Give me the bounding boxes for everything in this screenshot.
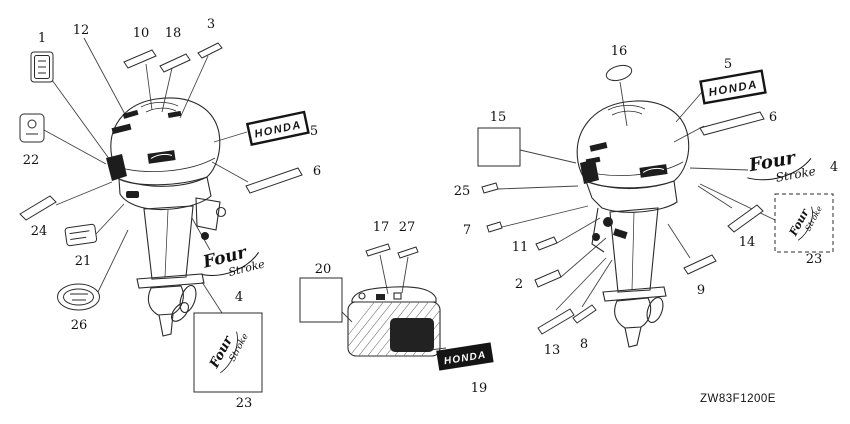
label-21 [64,223,98,247]
label-3 [197,42,223,59]
label-7 [486,221,503,233]
cowl-stripe-mark [111,123,132,135]
case-top-mark [393,292,402,300]
callout-4-left: 4 [235,290,243,305]
callout-2: 2 [515,277,523,292]
label-shapes [19,42,765,335]
label-2 [534,269,562,288]
label-14 [727,204,764,233]
label-8 [572,304,597,324]
label-27 [397,246,419,259]
callout-14: 14 [739,235,756,250]
honda-emblem-19: HONDA [436,342,494,371]
callout-19: 19 [471,381,488,396]
cowl-fourstroke-mark [147,150,176,164]
case-top-mark [376,294,385,300]
boxed-mark-23-right: Four Stroke [774,193,834,253]
callout-11: 11 [512,240,529,255]
callout-12: 12 [73,23,90,38]
cowl-stripe-mark [122,109,139,119]
label-24 [19,195,57,221]
diagram-part-code: ZW83F1200E [700,393,776,405]
label-11 [535,236,558,251]
callout-7: 7 [463,223,471,238]
cowl-front-mark [580,159,599,184]
callout-6-right: 6 [769,110,777,125]
four-stroke-text: Stroke [775,164,817,185]
leader-lines [43,37,776,351]
cowl-fourstroke-mark [639,164,668,178]
case-dark-panel [390,318,434,352]
callout-23-left: 23 [236,396,253,411]
honda-emblem-5-right: HONDA [699,69,767,105]
callout-5-right: 5 [724,57,732,72]
callout-3: 3 [207,17,215,32]
callout-15: 15 [490,110,507,125]
left-outboard-illustration [106,97,227,337]
label-16 [605,64,633,82]
callout-1: 1 [38,31,46,46]
label-20 [299,277,343,323]
callout-6-left: 6 [313,164,321,179]
callout-25: 25 [454,184,471,199]
label-6-left [245,167,303,194]
label-15 [477,127,521,167]
cowl-stripe-mark [167,110,182,118]
callout-24: 24 [31,224,48,239]
callout-9: 9 [697,283,705,298]
label-6-right [699,111,765,136]
callout-20: 20 [315,262,332,277]
label-18 [159,53,191,73]
callout-4-right: 4 [830,160,838,175]
cowl-stripe-mark [589,142,608,152]
label-22 [19,113,45,143]
boxed-mark-23-left: Four Stroke [193,312,263,393]
label-1-emblem [30,51,54,83]
callout-21: 21 [75,254,92,269]
callout-18: 18 [165,26,182,41]
four-stroke-mark-4-right: Four Stroke [747,147,817,185]
callout-8: 8 [580,337,588,352]
right-outboard-illustration [576,100,690,348]
callout-26: 26 [71,318,88,333]
callout-10: 10 [133,26,150,41]
label-13 [537,308,575,335]
label-9 [683,254,717,275]
label-26 [57,283,100,311]
cowl-front-mark [106,154,127,181]
label-17 [365,243,391,257]
callout-23-right: 23 [806,252,823,267]
callout-17: 17 [373,220,390,235]
callout-13: 13 [544,343,561,358]
honda-emblem-5-left: HONDA [245,110,310,147]
callout-22: 22 [23,153,40,168]
callout-16: 16 [611,44,628,59]
starter-handle [126,191,139,198]
callout-27: 27 [399,220,416,235]
callout-5-left: 5 [310,124,318,139]
label-10 [123,49,157,69]
callout-numbers: 1 12 10 18 3 22 24 21 26 5 6 4 23 20 17 … [23,17,838,411]
component-case-illustration [347,286,441,357]
label-25 [481,182,499,194]
